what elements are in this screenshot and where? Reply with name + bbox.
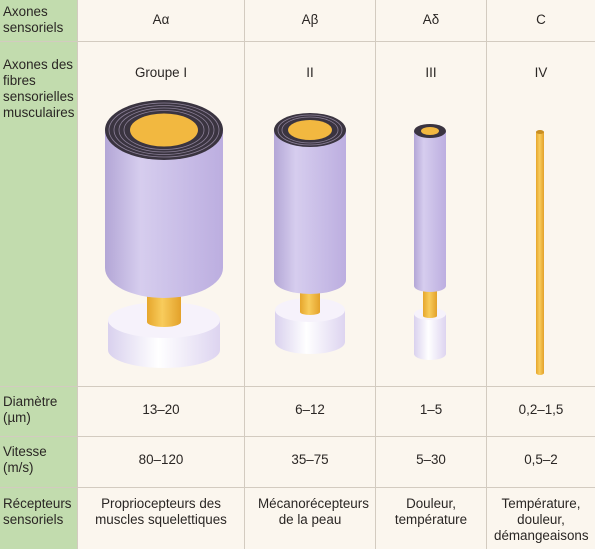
speed-c: 0,5–2 [524, 452, 558, 467]
row-label-column [0, 0, 77, 549]
diameter-a-alpha: 13–20 [142, 402, 180, 417]
a-beta-fibre [274, 113, 346, 354]
row-label-axons: Axones sensoriels [3, 4, 64, 35]
axon-type-a-delta: Aδ [422, 12, 440, 27]
speed-a-beta: 35–75 [291, 452, 329, 467]
axon-type-c: C [536, 12, 546, 27]
row-divider [0, 487, 595, 488]
speed-a-delta: 5–30 [416, 452, 446, 467]
receptors-a-alpha: Propriocepteurs des muscles squelettique… [95, 496, 227, 527]
row-label-receptors: Récepteurs sensoriels [3, 496, 72, 527]
fibre-group-i: Groupe I [134, 65, 188, 80]
column-divider [77, 0, 78, 549]
speed-a-alpha: 80–120 [138, 452, 184, 467]
row-divider [0, 41, 595, 42]
row-label-speed: Vitesse (m/s) [3, 444, 47, 475]
axon-type-a-alpha: Aα [152, 12, 170, 27]
row-divider [0, 436, 595, 437]
fibre-group-iii: III [425, 65, 437, 80]
diameter-a-beta: 6–12 [295, 402, 325, 417]
column-divider [244, 0, 245, 549]
fibre-group-ii: II [306, 65, 314, 80]
receptors-a-beta: Mécanorécepteurs de la peau [258, 496, 369, 527]
receptors-a-delta: Douleur, température [394, 496, 468, 527]
diameter-a-delta: 1–5 [419, 402, 443, 417]
c-fibre [536, 130, 544, 375]
a-alpha-fibre [105, 100, 223, 368]
fibre-group-iv: IV [534, 65, 548, 80]
receptors-c: Température, douleur, démangeaisons [494, 496, 589, 543]
row-label-diameter: Diamètre (µm) [3, 394, 58, 425]
row-label-muscle-fibres: Axones des fibres sensorielles musculair… [3, 57, 75, 120]
diameter-c: 0,2–1,5 [518, 402, 564, 417]
row-divider [0, 386, 595, 387]
axon-type-a-beta: Aβ [301, 12, 319, 27]
column-divider [375, 0, 376, 549]
a-delta-fibre [414, 124, 446, 360]
column-divider [486, 0, 487, 549]
